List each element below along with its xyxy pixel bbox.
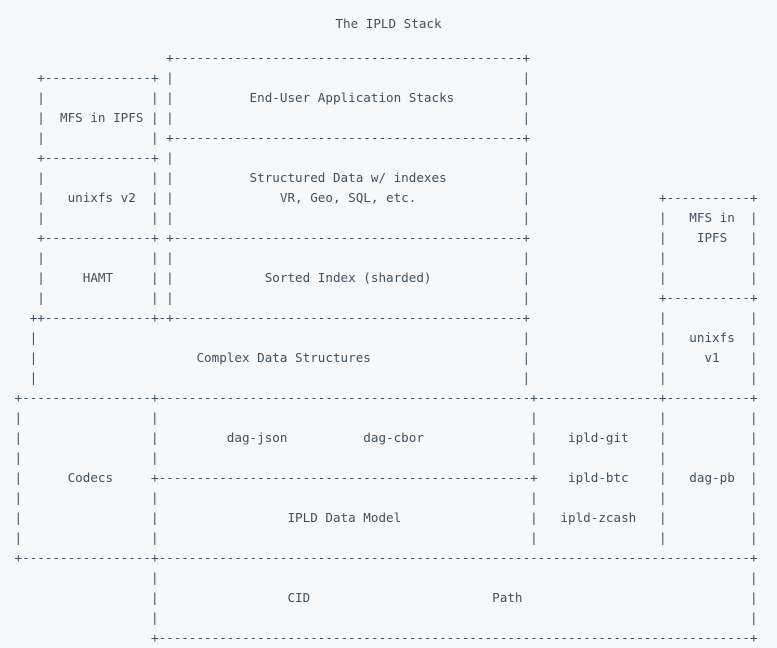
page-title: The IPLD Stack xyxy=(335,16,442,31)
ascii-art-diagram: +---------------------------------------… xyxy=(14,50,758,645)
